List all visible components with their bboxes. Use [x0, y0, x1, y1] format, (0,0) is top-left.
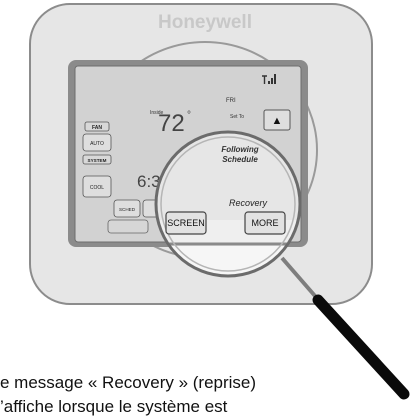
sched-button-label: SCHED: [119, 207, 136, 212]
following-schedule-line2: Schedule: [222, 155, 258, 164]
more-button[interactable]: MORE: [244, 211, 286, 235]
sched-button[interactable]: SCHED: [113, 199, 141, 218]
fan-mode-label: AUTO: [90, 141, 104, 147]
inside-temperature: 72: [158, 110, 185, 137]
set-to-label: Set To: [230, 114, 244, 120]
caption: e message « Recovery » (reprise) ’affich…: [0, 371, 412, 419]
system-mode-label: COOL: [90, 185, 104, 191]
recovery-label: Recovery: [229, 198, 268, 208]
degree-symbol: °: [187, 110, 191, 121]
bottom-button-partial[interactable]: [107, 219, 149, 234]
magnifier-handle: [312, 294, 410, 400]
brand-logo: Honeywell: [158, 12, 252, 33]
following-schedule-line1: Following: [221, 145, 258, 154]
fan-label-box: [84, 121, 110, 132]
screen-button-label: SCREEN: [167, 218, 205, 228]
clock-time: 6:3: [137, 172, 161, 191]
fan-mode-button[interactable]: AUTO: [82, 133, 112, 152]
screen-button[interactable]: SCREEN: [165, 211, 207, 235]
wifi-signal-icon: [262, 74, 276, 84]
system-label-box: [82, 154, 112, 165]
temp-up-button[interactable]: ▲: [263, 109, 291, 131]
up-arrow-icon: ▲: [272, 115, 283, 127]
more-button-label: MORE: [252, 218, 279, 228]
inside-label: Inside: [150, 110, 164, 116]
caption-line-2: ’affiche lorsque le système est: [0, 397, 228, 416]
caption-line-1: e message « Recovery » (reprise): [0, 373, 257, 392]
system-label: SYSTEM: [88, 158, 107, 163]
fan-label: FAN: [92, 125, 102, 131]
day-label: FRI: [226, 98, 236, 104]
system-mode-button[interactable]: COOL: [82, 175, 112, 198]
